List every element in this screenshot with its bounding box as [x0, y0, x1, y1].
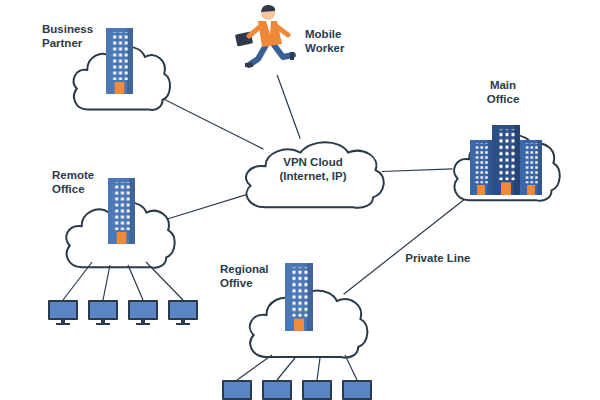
- cloud-outline: [243, 283, 371, 363]
- network-link: [382, 169, 453, 172]
- link-label: Private Line: [405, 251, 470, 265]
- monitor-icon: [262, 380, 292, 400]
- monitor-icon: [168, 300, 198, 325]
- monitor-icon: [48, 300, 78, 325]
- network-link: [344, 194, 471, 294]
- cloud-node: Remote Office: [60, 195, 178, 273]
- cloud-outline: [448, 128, 563, 206]
- cloud-shape: [74, 47, 170, 110]
- cloud-shape: [246, 142, 384, 207]
- cloud-node: Regional Offive: [243, 283, 371, 363]
- network-link: [160, 97, 263, 149]
- node-label: Regional Offive: [220, 262, 275, 290]
- monitor-icon: [342, 380, 372, 400]
- monitor-icon: [222, 380, 252, 400]
- cloud-outline: [60, 195, 178, 273]
- cloud-shape: [250, 291, 368, 358]
- figure-node: Mobile Worker: [232, 5, 297, 75]
- node-label: Main Office: [478, 78, 528, 106]
- monitor-icon: [302, 380, 332, 400]
- monitor-icon: [128, 300, 158, 325]
- cloud-node: Main Office: [448, 128, 563, 206]
- monitor-icon: [88, 300, 118, 325]
- cloud-node: VPN Cloud (Internet, IP): [238, 135, 388, 213]
- node-label: Business Partner: [42, 22, 104, 50]
- person-figure: [235, 5, 294, 67]
- cloud-node: Business Partner: [68, 40, 173, 115]
- node-label: VPN Cloud (Internet, IP): [263, 155, 363, 183]
- node-label: Mobile Worker: [305, 27, 365, 55]
- cloud-shape: [454, 135, 560, 200]
- network-link: [277, 75, 300, 139]
- network-link: [168, 192, 254, 218]
- cloud-outline: [68, 40, 173, 115]
- cloud-shape: [66, 202, 174, 267]
- node-label: Remote Office: [52, 168, 102, 196]
